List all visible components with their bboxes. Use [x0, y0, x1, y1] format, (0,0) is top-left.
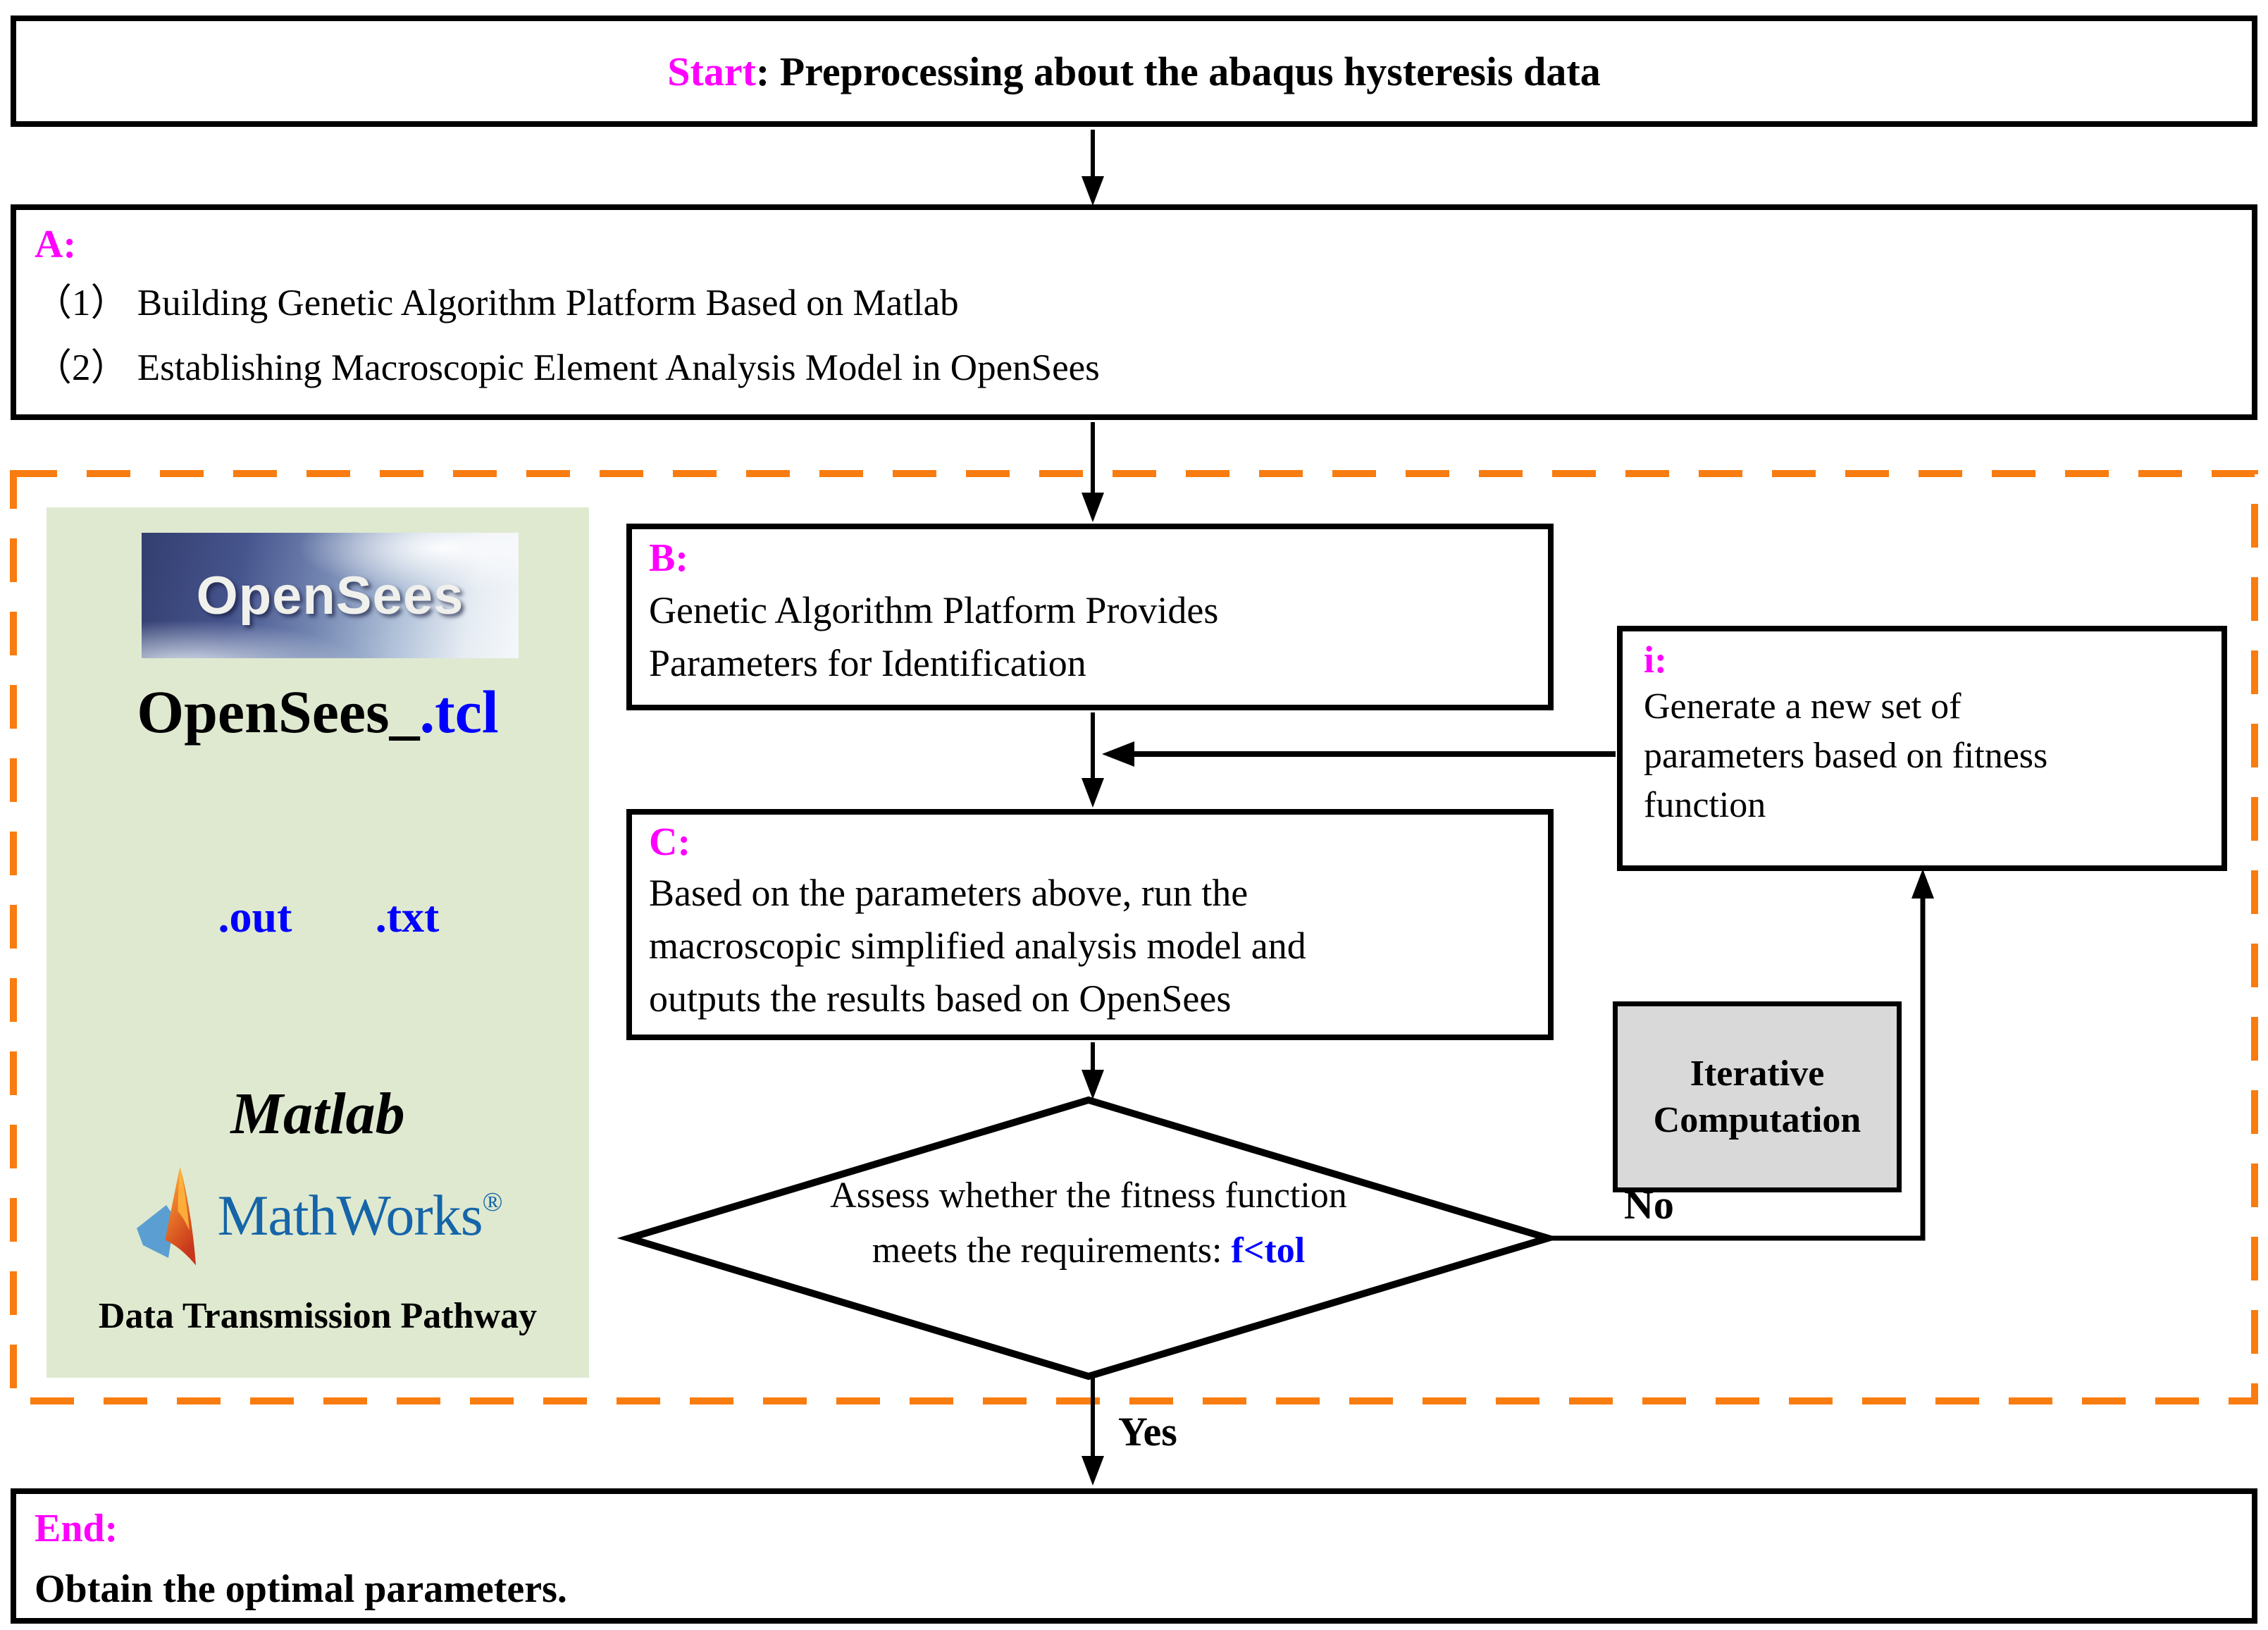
box-i-line-1: Generate a new set of — [1644, 686, 1962, 727]
box-b-line-2: Parameters for Identification — [649, 642, 1086, 684]
condition-highlight: f<tol — [1231, 1230, 1306, 1271]
registered-mark: ® — [482, 1187, 503, 1217]
box-b-label: B: — [649, 536, 688, 580]
diamond-question-text: meets the requirements: — [872, 1230, 1232, 1271]
opensees-tcl-file-label: OpenSees_.tcl — [47, 677, 589, 747]
start-title: Start: Preprocessing about the abaqus hy… — [667, 48, 1600, 95]
end-label: End: — [35, 1507, 118, 1550]
box-b-line-1: Genetic Algorithm Platform Provides — [649, 589, 1219, 631]
out-file-label: .out — [218, 891, 292, 941]
box-c-line-2: macroscopic simplified analysis model an… — [649, 925, 1306, 967]
data-transmission-panel: OpenSees OpenSees_.tcl .out .txt Matlab … — [47, 507, 589, 1378]
end-text: Obtain the optimal parameters. — [35, 1567, 567, 1611]
arrowhead-diamond-to-end — [1082, 1456, 1104, 1486]
diamond-question-line-2: meets the requirements: f<tol — [701, 1223, 1476, 1278]
tcl-extension: .tcl — [419, 678, 499, 746]
box-i-line-3: function — [1644, 785, 1766, 825]
matlab-label: Matlab — [230, 1081, 405, 1147]
start-label: Start — [667, 48, 756, 94]
mathworks-membrane-icon — [137, 1167, 197, 1266]
txt-file-label: .txt — [375, 891, 440, 941]
opensees-file-stem: OpenSees_ — [137, 678, 420, 746]
box-b: B: Genetic Algorithm Platform Provides P… — [626, 524, 1554, 710]
start-text: : Preprocessing about the abaqus hystere… — [755, 48, 1601, 94]
box-i: i: Generate a new set of parameters base… — [1617, 626, 2227, 871]
box-a-line-2: （2） Establishing Macroscopic Element Ana… — [35, 347, 1100, 388]
iterative-line-1: Iterative — [1690, 1053, 1825, 1094]
opensees-logo: OpenSees — [142, 533, 519, 658]
arrowhead-start-to-a — [1082, 176, 1104, 206]
box-a-label: A: — [35, 223, 77, 266]
mathworks-logo-row: MathWorks ® — [47, 1163, 589, 1268]
box-i-label: i: — [1644, 638, 1667, 681]
yes-label: Yes — [1118, 1409, 1177, 1455]
arrowhead-a-to-b — [1082, 493, 1104, 522]
mathworks-wordmark: MathWorks — [217, 1183, 483, 1247]
box-i-line-2: parameters based on fitness — [1644, 736, 2048, 776]
iterative-line-2: Computation — [1653, 1099, 1861, 1140]
iterative-computation-box: Iterative Computation — [1613, 1001, 1902, 1192]
decision-diamond-shape — [616, 1096, 1561, 1381]
box-c-label: C: — [649, 820, 691, 864]
box-c-line-1: Based on the parameters above, run the — [649, 872, 1248, 914]
opensees-logo-text: OpenSees — [196, 565, 464, 626]
diamond-question: Assess whether the fitness function meet… — [701, 1168, 1476, 1278]
arrowhead-c-to-diamond — [1082, 1070, 1104, 1099]
no-label: No — [1624, 1182, 1674, 1228]
arrowhead-b-to-c — [1082, 778, 1104, 808]
diamond-question-line-1: Assess whether the fitness function — [830, 1175, 1347, 1216]
arrowhead-no-branch-up — [1911, 869, 1934, 899]
box-a: A: （1） Building Genetic Algorithm Platfo… — [11, 204, 2257, 420]
panel-caption: Data Transmission Pathway — [98, 1296, 538, 1336]
arrowhead-feedback-left — [1102, 741, 1134, 767]
box-c-line-3: outputs the results based on OpenSees — [649, 977, 1232, 1020]
box-a-line-1: （1） Building Genetic Algorithm Platform … — [35, 283, 959, 323]
box-c: C: Based on the parameters above, run th… — [626, 809, 1554, 1040]
end-box: End: Obtain the optimal parameters. — [11, 1488, 2257, 1624]
dashed-loop-border — [10, 470, 2258, 1404]
no-branch-line — [1548, 895, 1926, 1241]
start-box: Start: Preprocessing about the abaqus hy… — [11, 16, 2257, 127]
